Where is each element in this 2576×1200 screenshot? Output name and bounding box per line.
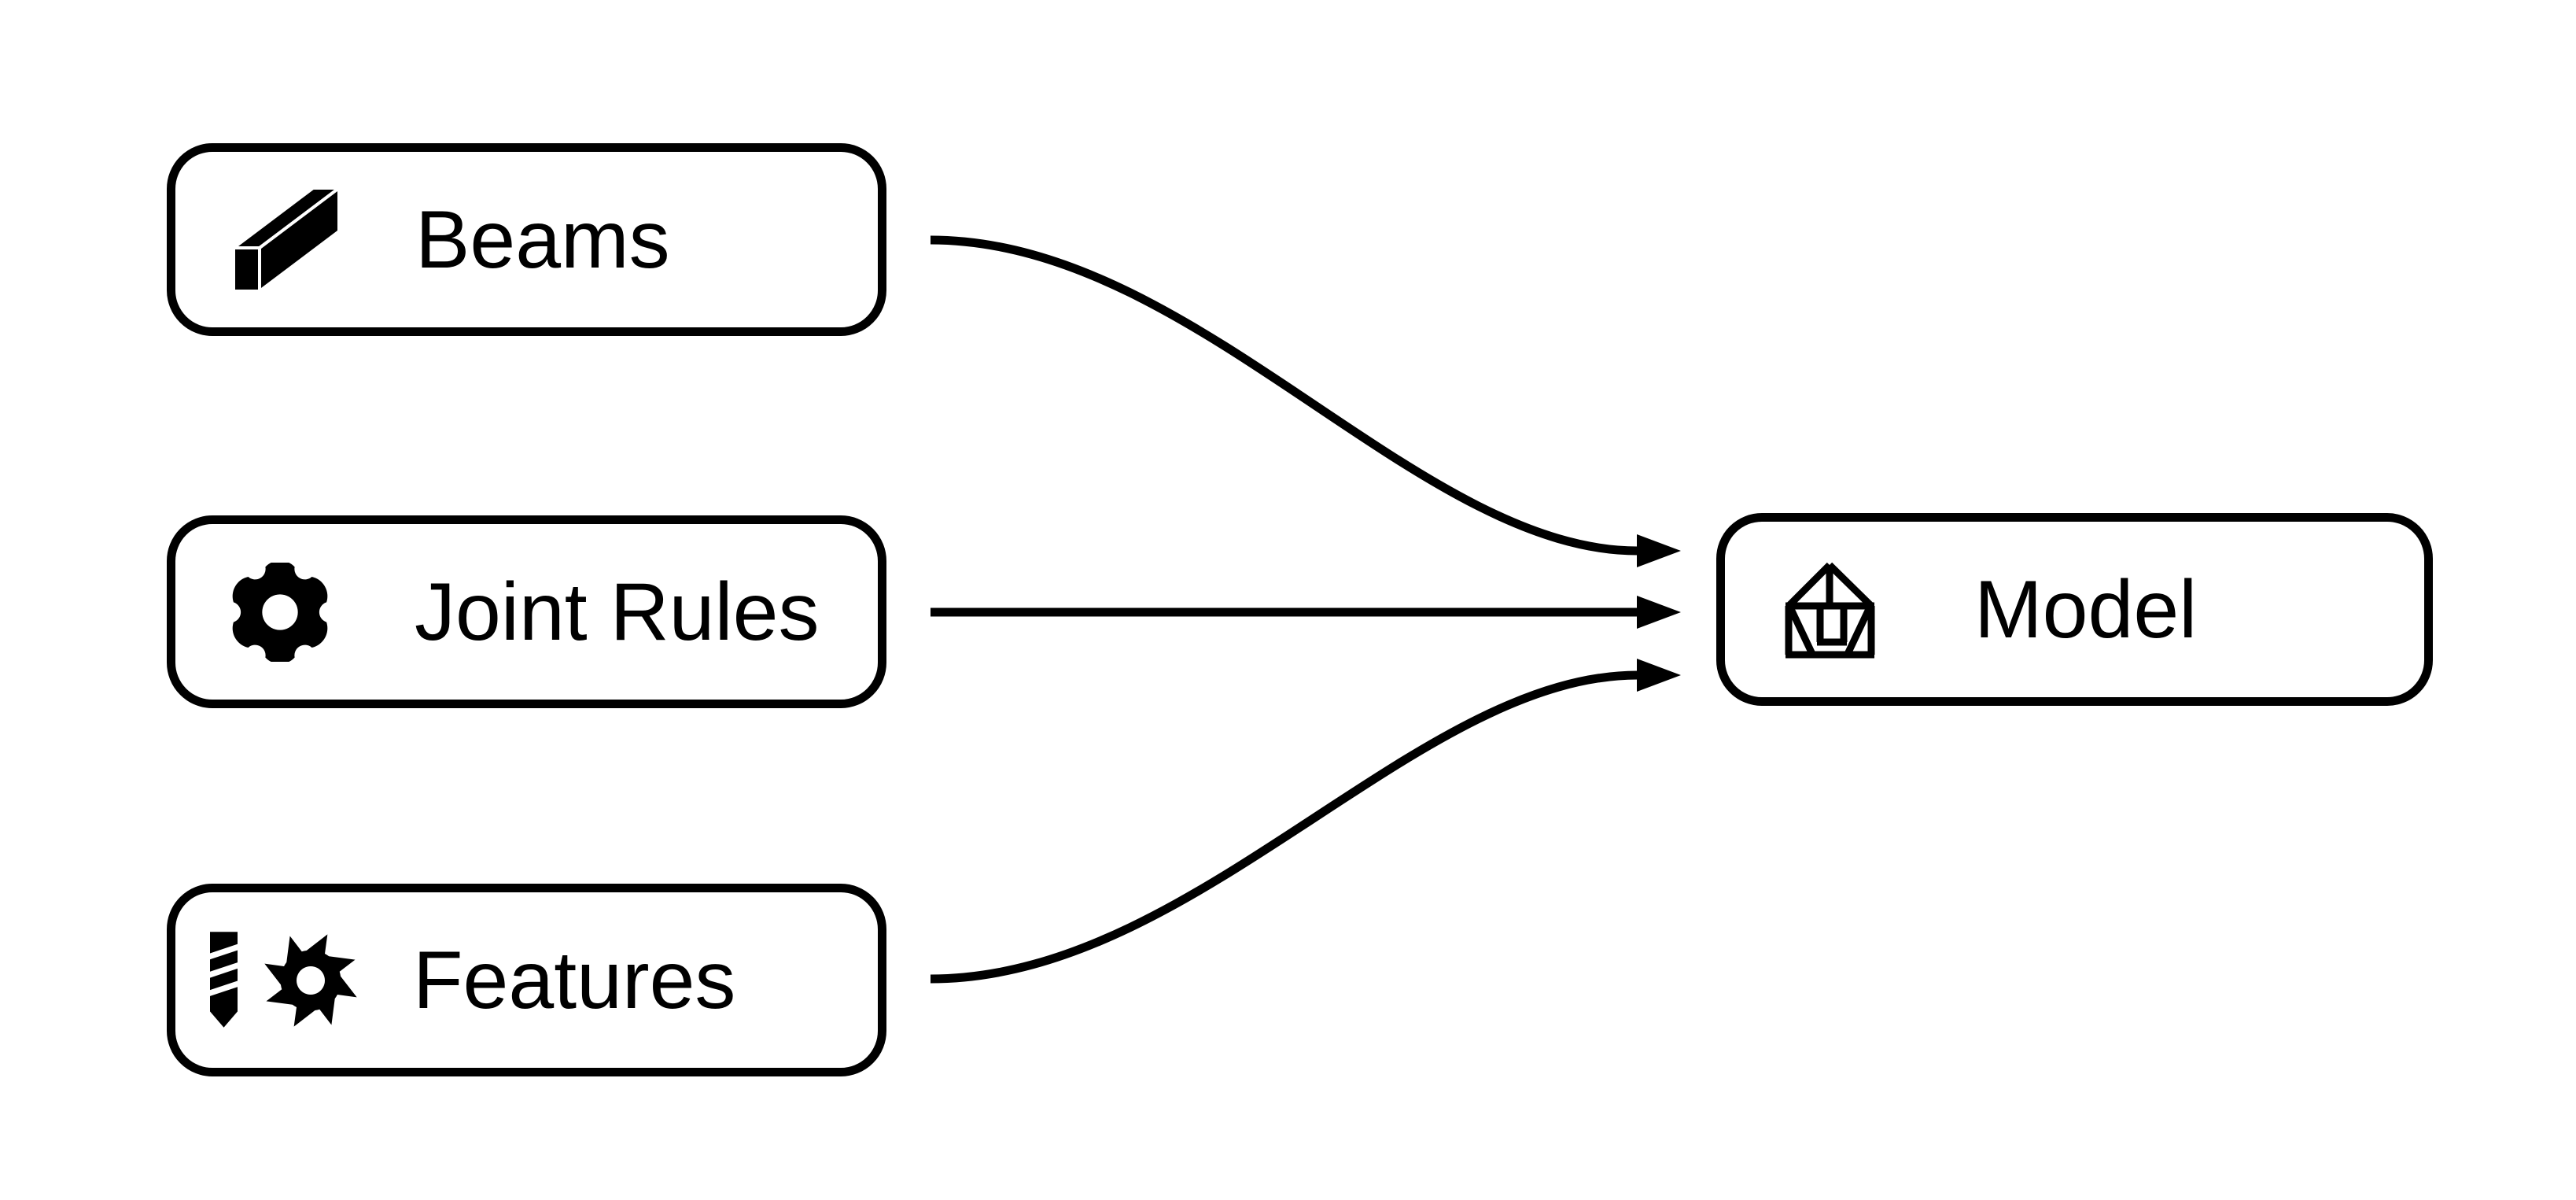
node-features: Features: [167, 884, 886, 1076]
features-icon-cell: [210, 931, 413, 1029]
gear-icon: [232, 562, 328, 662]
timber-frame-house-icon: [1785, 562, 1875, 658]
node-label-beams: Beams: [415, 194, 670, 286]
beam-3d-icon: [232, 186, 340, 293]
node-joint-rules: Joint Rules: [167, 515, 886, 708]
drill-bit-icon: [210, 932, 238, 1028]
node-beams: Beams: [167, 143, 886, 336]
node-model: Model: [1716, 513, 2433, 706]
beam-icon-cell: [232, 186, 415, 293]
edge-features-to-model: [930, 659, 1681, 984]
node-label-joint-rules: Joint Rules: [415, 566, 820, 658]
saw-blade-icon: [264, 933, 357, 1027]
gear-icon-cell: [230, 562, 415, 662]
model-icon-cell: [1784, 561, 1974, 659]
node-label-model: Model: [1974, 563, 2198, 655]
edge-beams-to-model: [930, 235, 1681, 567]
node-label-features: Features: [413, 934, 736, 1026]
